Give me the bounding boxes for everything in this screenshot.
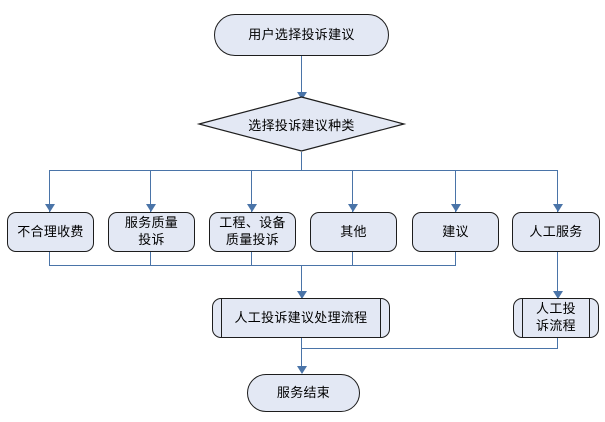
- node-option-service-quality[interactable]: 服务质量 投诉: [108, 212, 195, 252]
- connector-option2-down: [150, 252, 151, 266]
- connector-process-down: [301, 338, 302, 370]
- arrowhead-decision-in: [297, 92, 307, 100]
- arrowhead-option4-in: [348, 204, 358, 212]
- connector-bus-to-option3: [251, 170, 252, 212]
- node-option-unreasonable-fee[interactable]: 不合理收费: [7, 212, 94, 252]
- node-option-engineering-equipment[interactable]: 工程、设备 质量投诉: [209, 212, 296, 252]
- connector-merge-bus: [49, 265, 456, 266]
- arrowhead-option3-in: [247, 204, 257, 212]
- connector-merge-to-process: [301, 265, 302, 298]
- connector-option1-down: [49, 252, 50, 266]
- arrowhead-option6-in: [553, 204, 563, 212]
- node-process-manual-complaint[interactable]: 人工投诉建议处理流程: [212, 298, 390, 338]
- connector-option3-down: [251, 252, 252, 266]
- connector-bus-to-option4: [352, 170, 353, 212]
- arrowhead-option2-in: [146, 204, 156, 212]
- node-decision-label: 选择投诉建议种类: [248, 118, 355, 134]
- diamond-shape: [196, 96, 407, 152]
- node-decision[interactable]: 选择投诉建议种类: [196, 96, 407, 152]
- connector-bus-to-option6: [557, 170, 558, 212]
- connector-option4-down: [352, 252, 353, 266]
- node-process-manual-flow[interactable]: 人工投 诉流程: [513, 298, 599, 338]
- arrowhead-option5-in: [451, 204, 461, 212]
- node-end[interactable]: 服务结束: [247, 374, 360, 412]
- arrowhead-manual-flow-in: [553, 291, 563, 299]
- connector-bus-to-option5: [455, 170, 456, 212]
- connector-manual-flow-down: [557, 338, 558, 349]
- connector-decision-stub: [301, 152, 302, 171]
- connector-option6-to-manual-flow: [557, 252, 558, 298]
- node-option-manual-service[interactable]: 人工服务: [512, 212, 600, 252]
- connector-fanout-bus: [49, 170, 558, 171]
- connector-bus-to-option2: [150, 170, 151, 212]
- arrowhead-end-in: [297, 366, 307, 374]
- arrowhead-option1-in: [45, 204, 55, 212]
- node-option-suggestion[interactable]: 建议: [412, 212, 499, 252]
- connector-start-to-decision: [301, 56, 302, 98]
- connector-manual-flow-to-end-bus: [301, 348, 558, 349]
- connector-option5-down: [455, 252, 456, 266]
- arrowhead-process-in: [297, 291, 307, 299]
- node-start[interactable]: 用户选择投诉建议: [214, 14, 389, 56]
- connector-bus-to-option1: [49, 170, 50, 212]
- node-option-other[interactable]: 其他: [310, 212, 397, 252]
